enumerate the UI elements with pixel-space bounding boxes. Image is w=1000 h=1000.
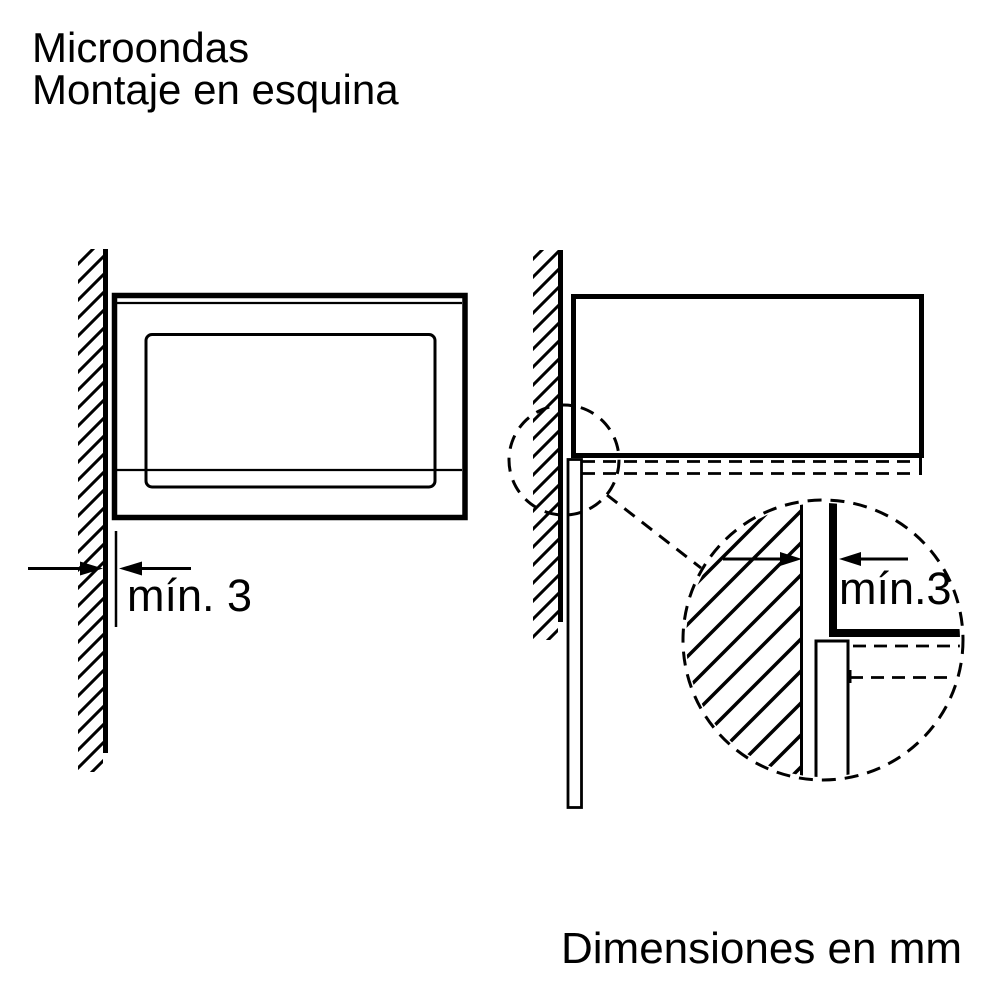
title-block: Microondas Montaje en esquina: [32, 24, 399, 113]
left-diagram-side-view: mín. 3: [28, 249, 468, 772]
detail-dimension-arrow-right-head: [839, 552, 861, 566]
title-line2: Montaje en esquina: [32, 66, 399, 113]
left-microwave-door: [144, 333, 437, 489]
right-trim-panel: [566, 458, 583, 809]
right-diagram-corner-view: [507, 250, 924, 809]
right-microwave-body: [571, 294, 924, 458]
detail-leader-line: [606, 493, 702, 570]
left-dimension-arrow-left-head: [80, 561, 103, 576]
left-dimension-arrow-right-head: [119, 561, 142, 576]
footer-units-note: Dimensiones en mm: [561, 924, 962, 973]
detail-dimension-arrow-left-head: [780, 552, 802, 566]
title-line1: Microondas: [32, 24, 249, 71]
detail-dimension-label: mín.3: [839, 563, 952, 614]
detail-circle-outline: [681, 498, 965, 782]
left-dimension-label: mín. 3: [127, 570, 252, 621]
detail-source-circle: [507, 403, 621, 517]
right-wall-hatch: [533, 250, 558, 640]
detail-trim-panel: [814, 639, 850, 777]
left-wall-hatch: [78, 249, 103, 772]
left-microwave-body: [111, 292, 468, 521]
